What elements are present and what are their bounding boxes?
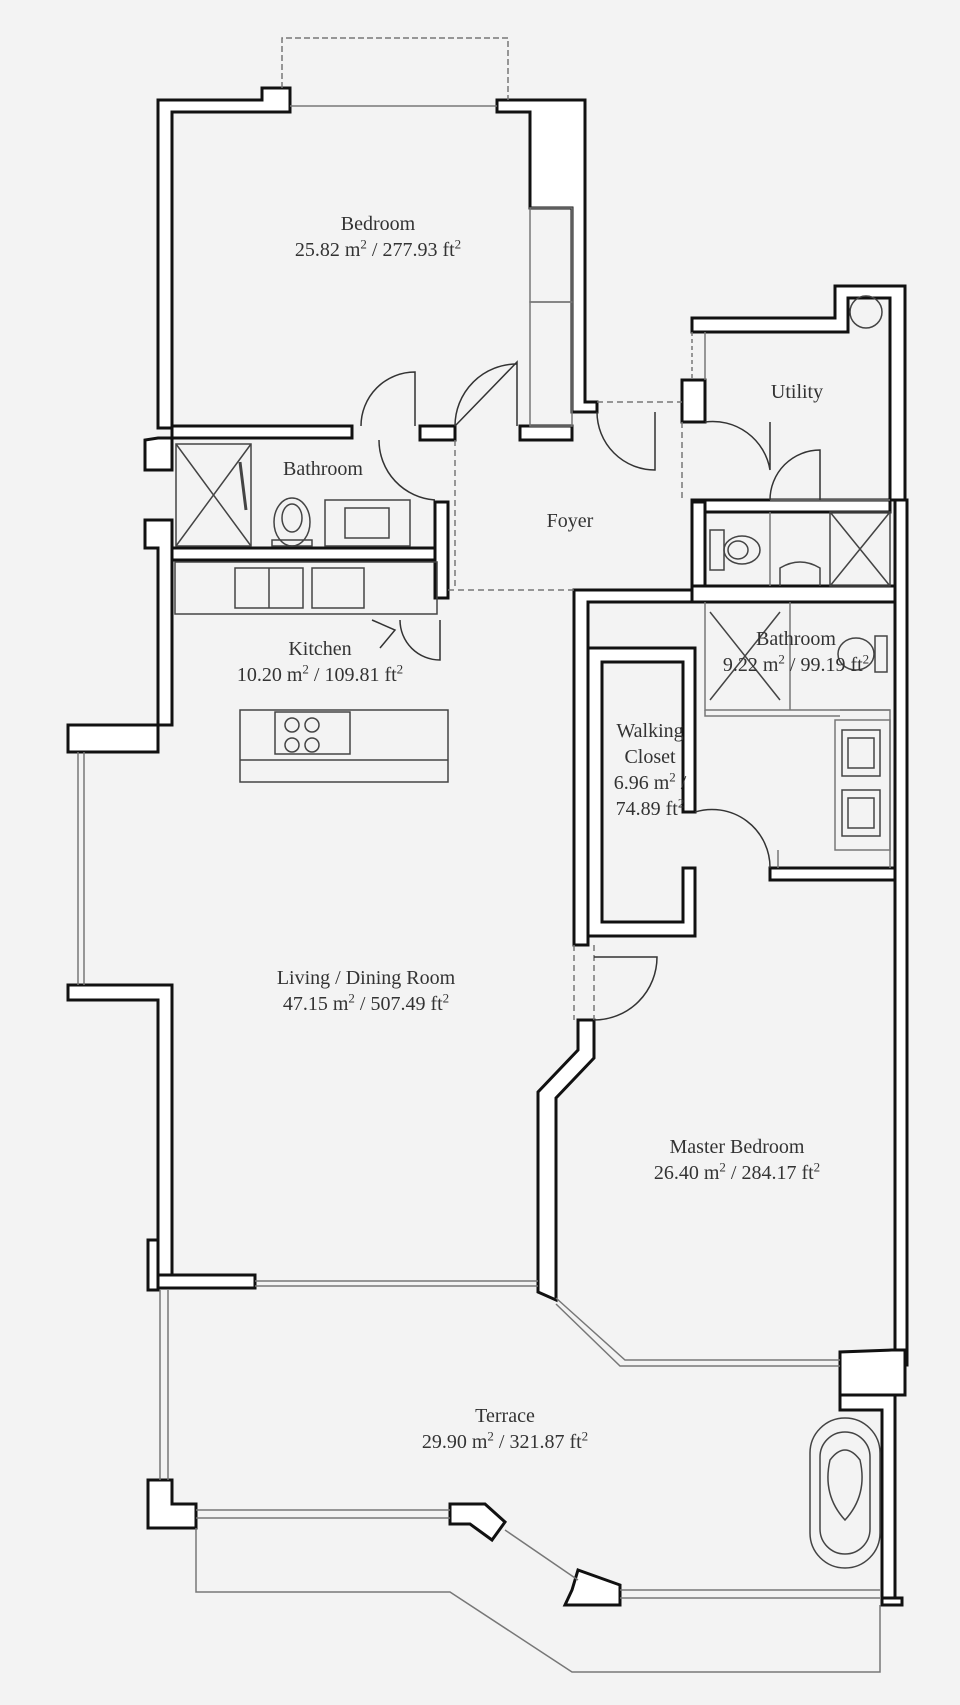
bedroom-name: Bedroom — [340, 213, 416, 235]
kitchen-area: 10.20 m2 / 109.81 ft2 — [236, 661, 404, 686]
utility-label: Utility — [771, 379, 823, 405]
terrace-label: Terrace 29.90 m2 / 321.87 ft2 — [422, 1403, 588, 1455]
master-bedroom-area: 26.40 m2 / 284.17 ft2 — [653, 1159, 821, 1184]
kitchen-name: Kitchen — [288, 638, 352, 660]
utility-name: Utility — [770, 381, 824, 403]
bathroom-left-name: Bathroom — [283, 458, 363, 480]
door-swings — [360, 360, 821, 1021]
master-bedroom-name: Master Bedroom — [669, 1136, 805, 1158]
interior-walls — [170, 498, 897, 1303]
walking-closet-label: Walking Closet 6.96 m2 / 74.89 ft2 — [614, 718, 687, 822]
walking-closet-name-1: Walking — [616, 720, 684, 742]
bathroom-right-name: Bathroom — [756, 628, 836, 650]
bedroom-label: Bedroom 25.82 m2 / 277.93 ft2 — [295, 211, 461, 263]
foyer-name: Foyer — [546, 510, 594, 532]
bathroom-left-label: Bathroom — [283, 456, 363, 482]
bathroom-right-label: Bathroom 9.22 m2 / 99.19 ft2 — [723, 626, 869, 678]
master-bedroom-label: Master Bedroom 26.40 m2 / 284.17 ft2 — [654, 1134, 820, 1186]
foyer-label: Foyer — [547, 508, 594, 534]
fixtures — [174, 295, 891, 1569]
living-name: Living / Dining Room — [276, 967, 456, 989]
living-label: Living / Dining Room 47.15 m2 / 507.49 f… — [277, 965, 455, 1017]
walking-closet-area-m: 6.96 m2 / — [613, 769, 687, 794]
bedroom-area: 25.82 m2 / 277.93 ft2 — [294, 236, 462, 261]
living-area: 47.15 m2 / 507.49 ft2 — [282, 990, 450, 1015]
terrace-name: Terrace — [475, 1405, 535, 1427]
kitchen-label: Kitchen 10.20 m2 / 109.81 ft2 — [237, 636, 403, 688]
walking-closet-name-2: Closet — [624, 746, 676, 768]
thin-lines — [77, 37, 891, 1673]
bathroom-right-area: 9.22 m2 / 99.19 ft2 — [722, 651, 870, 676]
terrace-area: 29.90 m2 / 321.87 ft2 — [421, 1428, 589, 1453]
walking-closet-area-ft: 74.89 ft2 — [615, 795, 685, 820]
